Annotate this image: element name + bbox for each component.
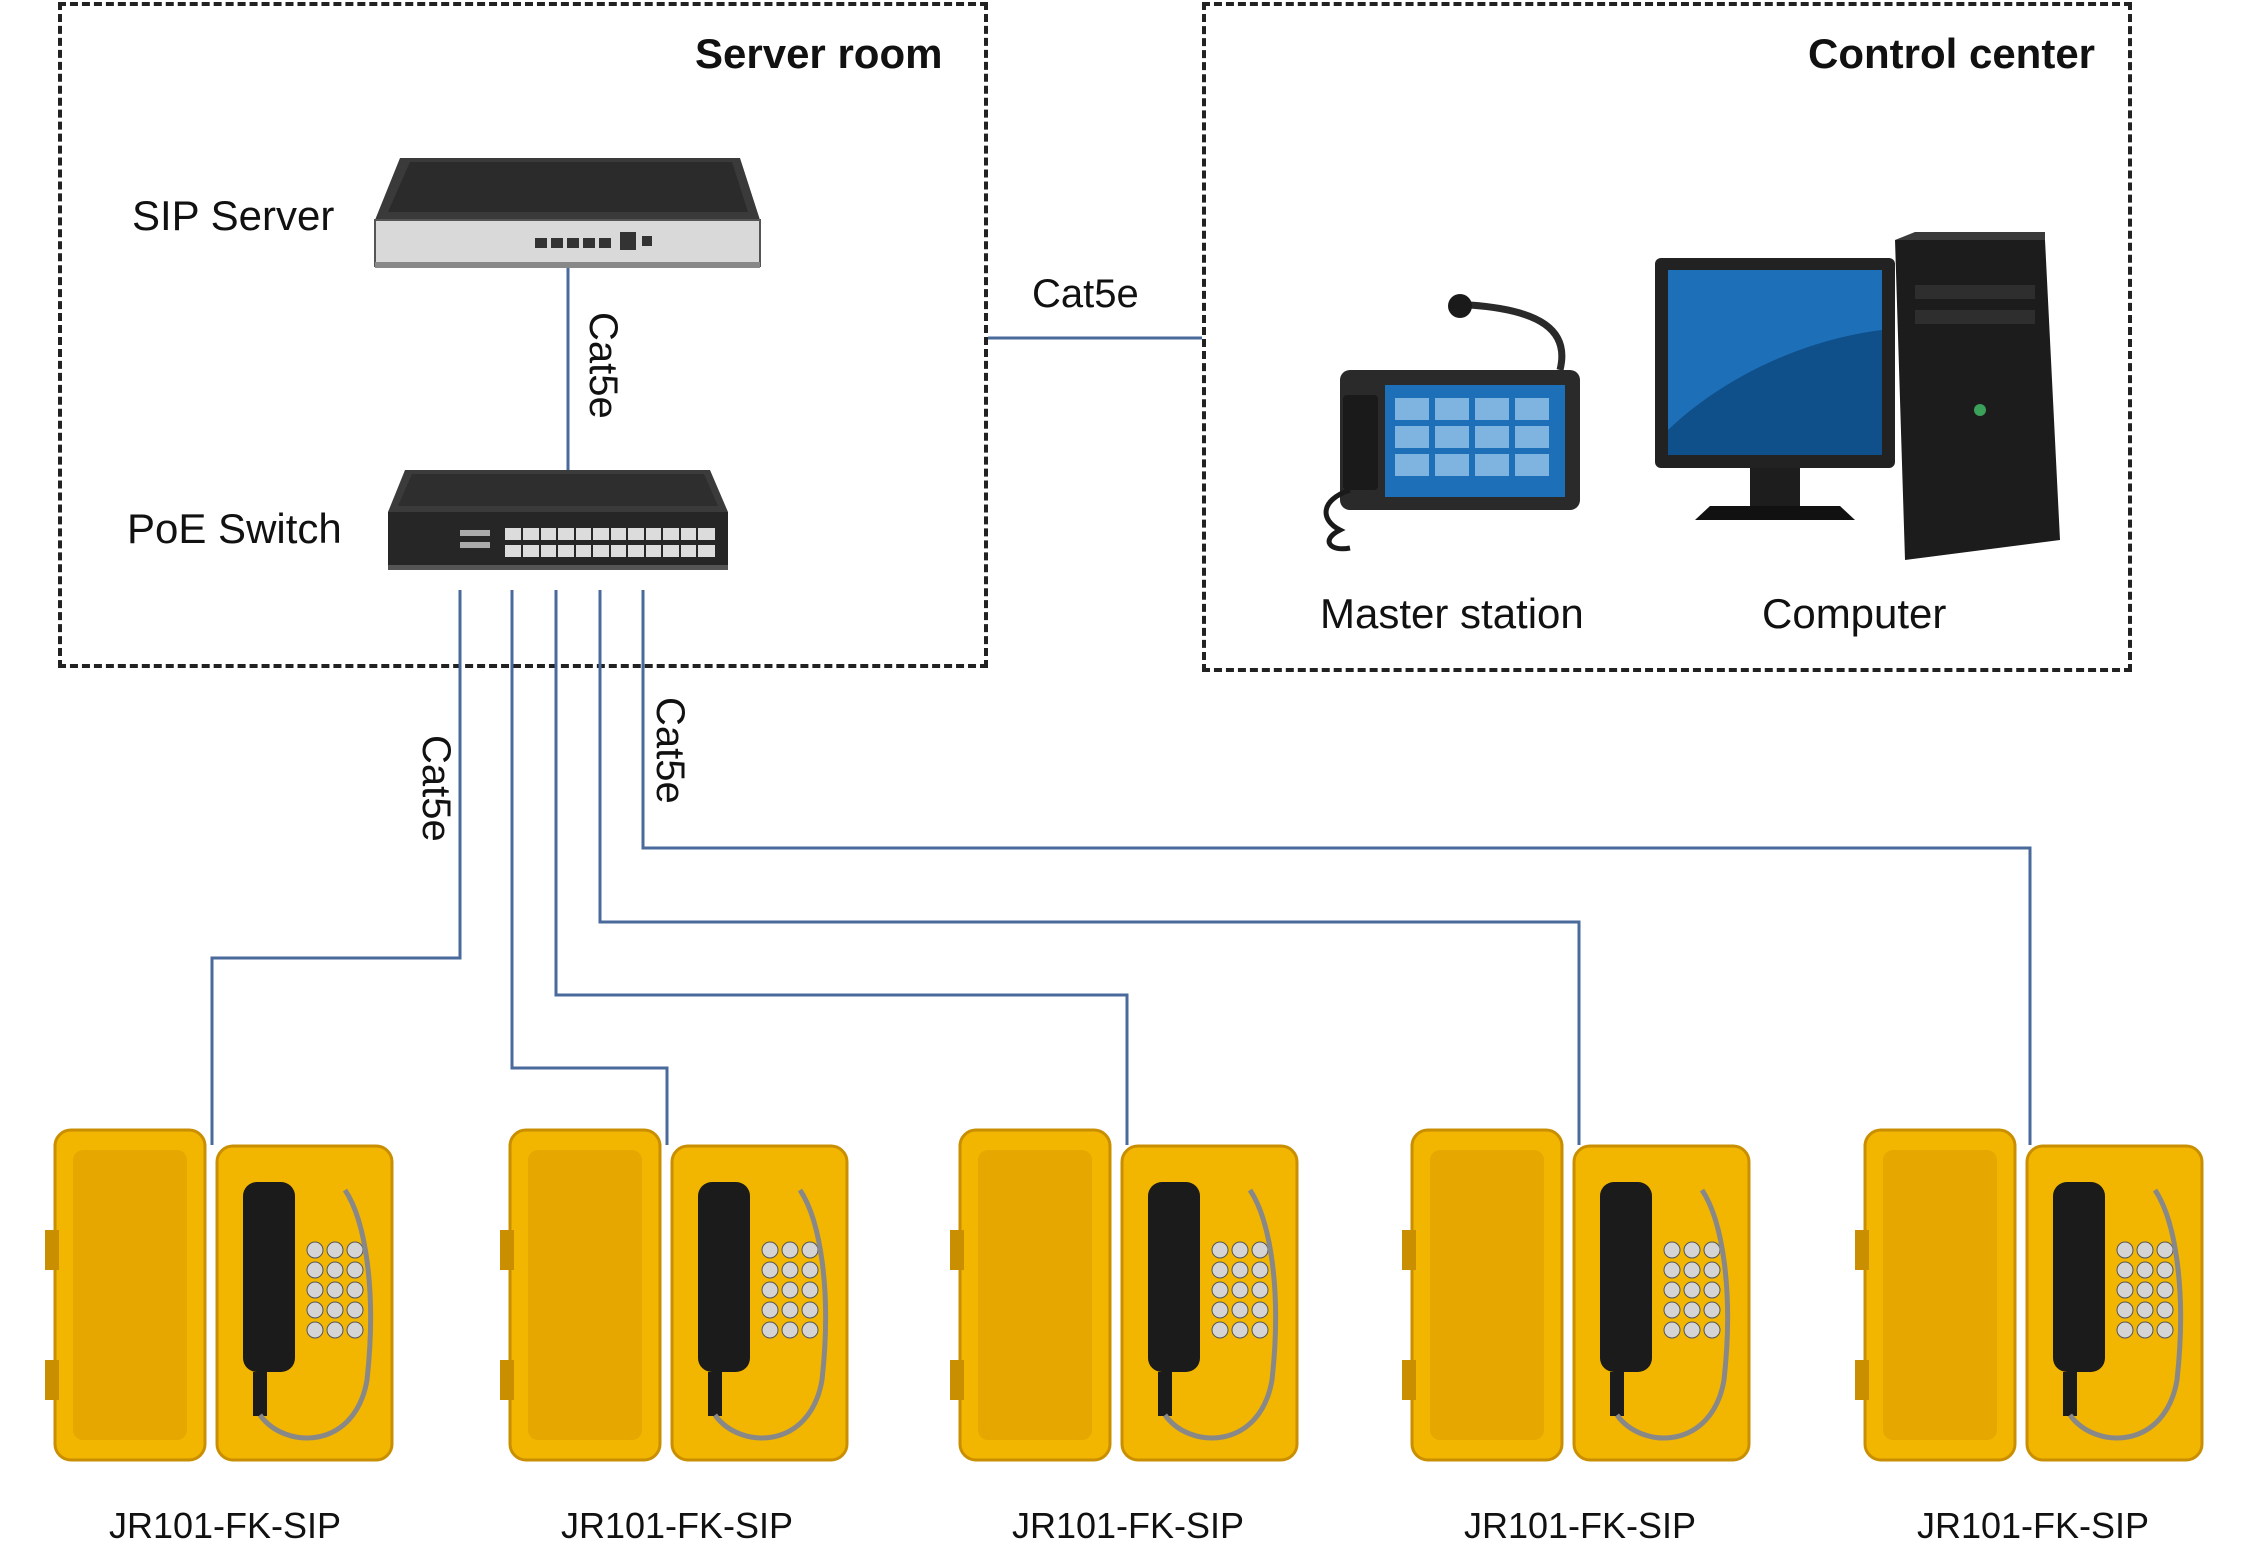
cable-phone-2 xyxy=(510,590,669,1145)
poe-switch-label: PoE Switch xyxy=(127,505,342,552)
master-station-label: Master station xyxy=(1320,590,1584,637)
master-station-icon xyxy=(1323,294,1580,552)
cable-phone-1 xyxy=(210,590,462,1145)
phone-2-label: JR101-FK-SIP xyxy=(560,1505,794,1546)
phone-5-label: JR101-FK-SIP xyxy=(1916,1505,2150,1546)
control-center-zone xyxy=(1202,2,2132,672)
computer-label: Computer xyxy=(1762,590,1947,637)
phone-3-icon xyxy=(950,1130,1297,1460)
phone-4-label: JR101-FK-SIP xyxy=(1463,1505,1697,1546)
phone-1-label: JR101-FK-SIP xyxy=(108,1505,342,1546)
cable-phone-3 xyxy=(554,590,1129,1145)
phone-2-icon xyxy=(500,1130,847,1460)
computer-icon xyxy=(1655,232,2060,560)
cable-phone-4 xyxy=(598,590,1581,1145)
cable-lines xyxy=(210,268,2032,1145)
control-center-title: Control center xyxy=(1808,30,2096,77)
cable-label-server-switch: Cat5e xyxy=(581,312,625,419)
phone-5-icon xyxy=(1855,1130,2202,1460)
cable-phone-5 xyxy=(641,590,2032,1145)
phone-1-icon xyxy=(45,1130,392,1460)
phone-3-label: JR101-FK-SIP xyxy=(1011,1505,1245,1546)
server-room-zone xyxy=(58,2,988,668)
poe-switch-icon xyxy=(388,470,728,570)
server-room-title: Server room xyxy=(695,30,943,77)
phone-4-icon xyxy=(1402,1130,1749,1460)
sip-server-label: SIP Server xyxy=(132,192,335,239)
sip-server-icon xyxy=(374,158,761,268)
cable-label-switch-left: Cat5e xyxy=(414,735,458,842)
cable-label-switch-right: Cat5e xyxy=(648,697,692,804)
cable-label-control: Cat5e xyxy=(1032,272,1139,316)
